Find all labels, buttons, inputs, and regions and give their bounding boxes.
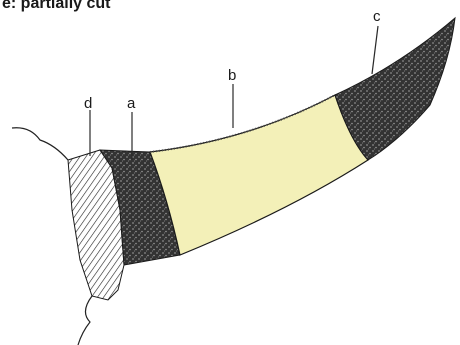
label-b: b: [228, 67, 236, 84]
base-strand-lower: [78, 296, 92, 345]
label-a: a: [127, 95, 136, 112]
horn-dark-tip: [335, 18, 455, 160]
label-c: c: [373, 8, 381, 25]
header-partial-text: e: partially cut: [2, 0, 111, 12]
leader-c: [372, 26, 378, 74]
horn-inner-section: [150, 95, 368, 255]
label-d: d: [84, 95, 92, 112]
base-strand-upper: [12, 128, 68, 160]
